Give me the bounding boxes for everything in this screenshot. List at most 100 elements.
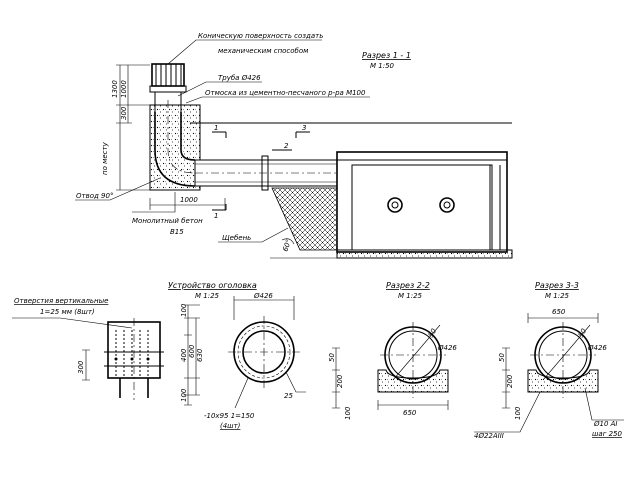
dim-630: 630 bbox=[196, 348, 204, 362]
chamber-outer bbox=[336, 151, 508, 253]
head-side-legs bbox=[119, 378, 149, 398]
slope-arc bbox=[281, 238, 295, 245]
head-cap-bars bbox=[155, 64, 182, 86]
head-plan-dim bbox=[233, 296, 295, 320]
s3-diameter: Ø426 bbox=[587, 344, 607, 352]
cap-leader bbox=[167, 39, 322, 65]
concrete-class-label: В15 bbox=[170, 228, 184, 236]
horizontal-pipe bbox=[195, 159, 337, 187]
rebar-leader bbox=[584, 387, 624, 421]
section-marker-1-bottom-label: 1 bbox=[214, 212, 218, 220]
dim-1000-vertical: 1000 bbox=[120, 80, 128, 98]
on-site-label: по месту bbox=[101, 141, 109, 175]
riser bbox=[154, 92, 182, 112]
elbow-leader bbox=[75, 177, 161, 201]
dim-1300: 1300 bbox=[111, 80, 119, 98]
section-3-3: Разрез 3-3 М 1:25 650 Ø426 50 50 200 100… bbox=[474, 281, 624, 440]
s2-axes bbox=[380, 322, 446, 398]
chamber-base bbox=[336, 249, 513, 259]
head-side-dot-3 bbox=[146, 357, 150, 361]
dim-100-top: 100 bbox=[180, 303, 188, 317]
plate-leader bbox=[234, 377, 249, 409]
s3-axes bbox=[530, 322, 596, 398]
plate-label-line2: (4шт) bbox=[220, 422, 241, 430]
dim-100-bottom: 100 bbox=[180, 388, 188, 402]
s3-dim-200: 200 bbox=[506, 374, 514, 388]
dim-1000-horizontal: 1000 bbox=[180, 196, 198, 204]
s3-pipe-inner bbox=[538, 330, 588, 380]
dim-300-head: 300 bbox=[77, 360, 85, 374]
section-marker-2-label: 2 bbox=[284, 142, 289, 150]
gravel-fill bbox=[271, 187, 338, 251]
s3-diameter-line bbox=[542, 324, 591, 381]
holes-label-line1: Отверстия вертикальные bbox=[14, 297, 108, 305]
head-title: Устройство оголовка bbox=[168, 281, 257, 290]
head-cap-base bbox=[149, 85, 187, 93]
section-marker-1-bottom bbox=[212, 204, 227, 211]
chamber-opening-right bbox=[439, 197, 455, 213]
elbow-axis bbox=[167, 100, 196, 174]
s2-vertical-dims bbox=[332, 347, 340, 409]
head-dim-25: 25 bbox=[284, 392, 293, 400]
dim-400: 400 bbox=[180, 348, 188, 362]
head-diameter: Ø426 bbox=[253, 292, 273, 300]
plaster-label: Отмоска из цементно-песчаного р-ра М100 bbox=[205, 89, 366, 97]
rebar-step-label: шаг 250 bbox=[592, 430, 623, 438]
head-vertical-dims bbox=[184, 304, 200, 406]
head-plan-inner bbox=[242, 330, 286, 374]
pipe-leader bbox=[177, 81, 262, 97]
cap-label-line1: Коническую поверхность создать bbox=[198, 32, 323, 40]
head-side-dot-2 bbox=[130, 357, 134, 361]
holes-label-line2: 1=25 мм (8шт) bbox=[40, 308, 95, 316]
dim-600: 600 bbox=[188, 344, 196, 358]
plate-label-line1: -10х95 1=150 bbox=[204, 412, 255, 420]
section-3-3-scale: М 1:25 bbox=[545, 292, 570, 300]
chamber-opening-right-inner bbox=[443, 201, 451, 209]
s2-dim-50-top: 50 bbox=[427, 327, 439, 339]
pipe-label: Труба Ø426 bbox=[218, 74, 261, 82]
s2-width-line bbox=[377, 400, 449, 410]
section-3-3-title: Разрез 3-3 bbox=[535, 281, 579, 290]
monolith-leader bbox=[132, 192, 176, 213]
dim-1000-line bbox=[149, 198, 226, 210]
section-marker-1-top-label: 1 bbox=[214, 124, 218, 132]
chamber-opening-left bbox=[387, 197, 403, 213]
head-plan-axes bbox=[228, 316, 300, 388]
chamber-wall-right bbox=[489, 165, 501, 250]
s2-dim-200: 200 bbox=[336, 374, 344, 388]
section-1-1: 1300 1000 300 по месту 1000 1 1 3 2 60° … bbox=[75, 32, 513, 259]
s2-diameter: Ø426 bbox=[437, 344, 457, 352]
section-marker-3 bbox=[295, 131, 310, 138]
section-1-1-title: Разрез 1 - 1 bbox=[362, 51, 411, 60]
head-side-holes bbox=[115, 330, 149, 378]
head-device: Устройство оголовка М 1:25 300 Отверстия… bbox=[12, 281, 306, 430]
head-plan-holes-ring bbox=[237, 325, 291, 379]
s3-dim-100: 100 bbox=[514, 406, 522, 420]
section-1-1-scale: М 1:50 bbox=[370, 62, 395, 70]
section-marker-1-top bbox=[212, 131, 227, 138]
head-cap bbox=[151, 63, 185, 87]
dim-300-head-line bbox=[82, 349, 90, 381]
s3-dim-50-top: 50 bbox=[577, 327, 589, 339]
monolith-concrete bbox=[149, 104, 201, 191]
rebar2-label: 4Ø22АIII bbox=[474, 432, 504, 440]
gravel-leader bbox=[218, 227, 289, 243]
head-side-dot-1 bbox=[114, 357, 118, 361]
plaster-leader bbox=[185, 96, 370, 104]
head-scale: М 1:25 bbox=[195, 292, 220, 300]
pipe-coupling bbox=[261, 155, 269, 191]
section-marker-3-label: 3 bbox=[302, 124, 306, 132]
elbow-pipe bbox=[154, 112, 196, 187]
holes-leader bbox=[12, 317, 133, 329]
section-2-2: Разрез 2-2 М 1:25 Ø426 50 50 200 100 650 bbox=[328, 281, 457, 420]
head-25-leader bbox=[285, 371, 306, 393]
vertical-dim-lines bbox=[116, 64, 132, 191]
section-2-2-scale: М 1:25 bbox=[398, 292, 423, 300]
s3-vertical-dims bbox=[502, 347, 510, 409]
s3-width-line bbox=[527, 313, 599, 323]
slope-angle: 60° bbox=[281, 238, 293, 252]
rebar2-leader bbox=[474, 391, 541, 433]
s2-diameter-line bbox=[392, 324, 441, 381]
s3-width: 650 bbox=[552, 308, 566, 316]
pipe-inner-lines bbox=[195, 163, 337, 183]
